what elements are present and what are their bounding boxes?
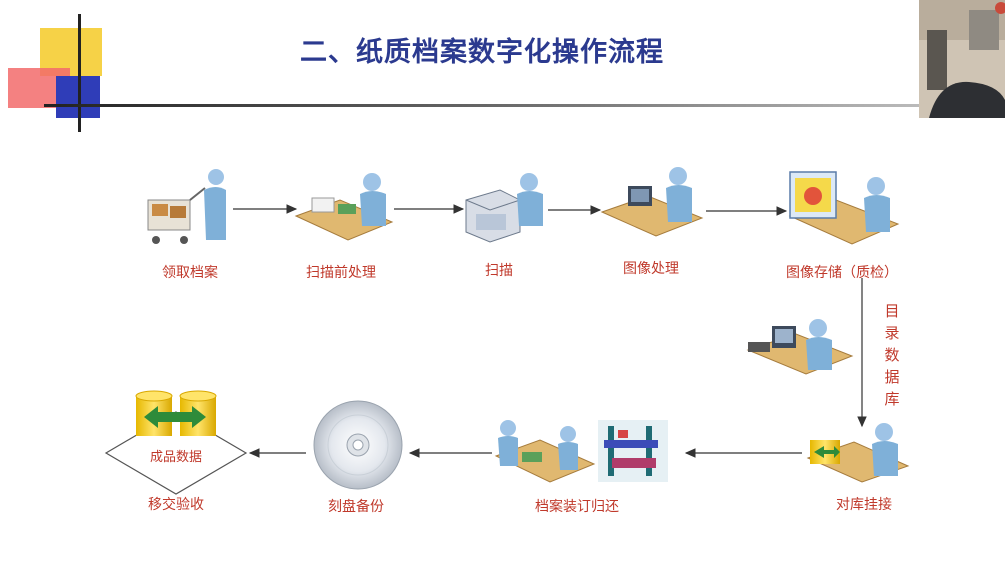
decor-vertical-line [78, 14, 81, 132]
step-label-handover-acceptance: 移交验收 [148, 497, 204, 513]
image-processing-icon [600, 167, 704, 237]
step-label-image-storage: 图像存储（质检） [786, 265, 898, 281]
database-mount-icon [806, 423, 910, 483]
diamond-label-finished-data: 成品数据 [149, 450, 203, 465]
step-label-pre-scan-processing: 扫描前处理 [306, 265, 376, 281]
binding-machine-icon [598, 420, 668, 482]
step-label-collect-archives: 领取档案 [162, 265, 218, 281]
data-exchange-cylinders-icon [135, 390, 217, 436]
step-label-database-mount: 对库挂接 [836, 497, 892, 513]
step-label-binding-return: 档案装订归还 [535, 499, 619, 515]
catalog-database-workstation-icon [746, 319, 854, 375]
decor-horizontal-line [44, 104, 924, 107]
scanner-icon [465, 173, 543, 243]
step-label-image-processing: 图像处理 [623, 261, 679, 277]
side-label-catalog-database: 目录数据库 [884, 302, 900, 408]
cart-figure-icon [147, 169, 226, 244]
page-title: 二、纸质档案数字化操作流程 [300, 37, 664, 68]
webcam-thumbnail [919, 0, 1005, 118]
binding-return-icon [494, 420, 596, 483]
image-storage-icon [788, 171, 900, 245]
pre-scan-desk-icon [294, 173, 394, 241]
step-label-scan: 扫描 [485, 263, 513, 279]
cd-disc-icon [313, 400, 403, 490]
step-label-disc-backup: 刻盘备份 [328, 499, 384, 515]
